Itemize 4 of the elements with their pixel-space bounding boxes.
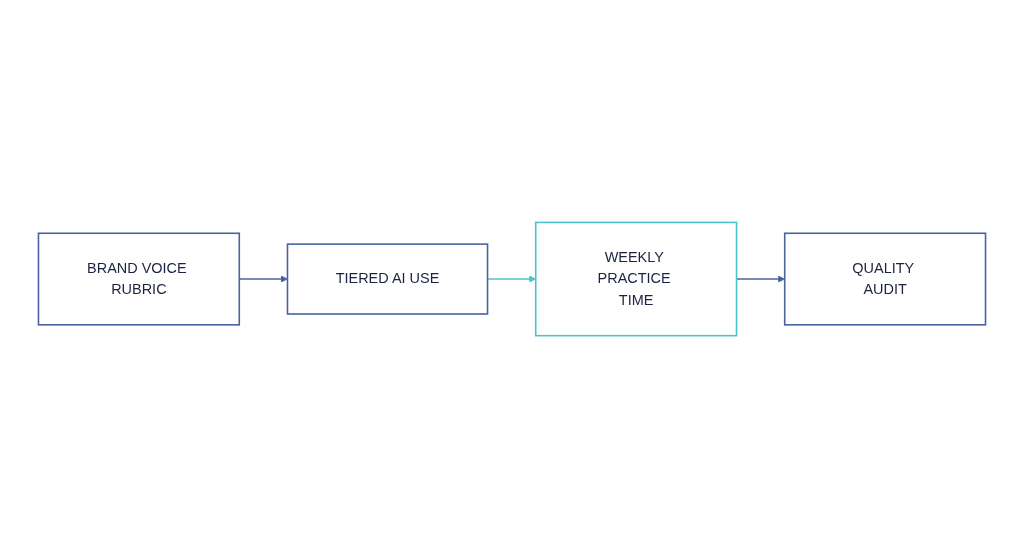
- node-box: BRAND VOICE RUBRIC: [37, 232, 241, 327]
- node-box: WEEKLY PRACTICE TIME: [534, 222, 738, 337]
- node-box: QUALITY AUDIT: [783, 232, 987, 327]
- node-box: TIERED AI USE: [286, 243, 489, 316]
